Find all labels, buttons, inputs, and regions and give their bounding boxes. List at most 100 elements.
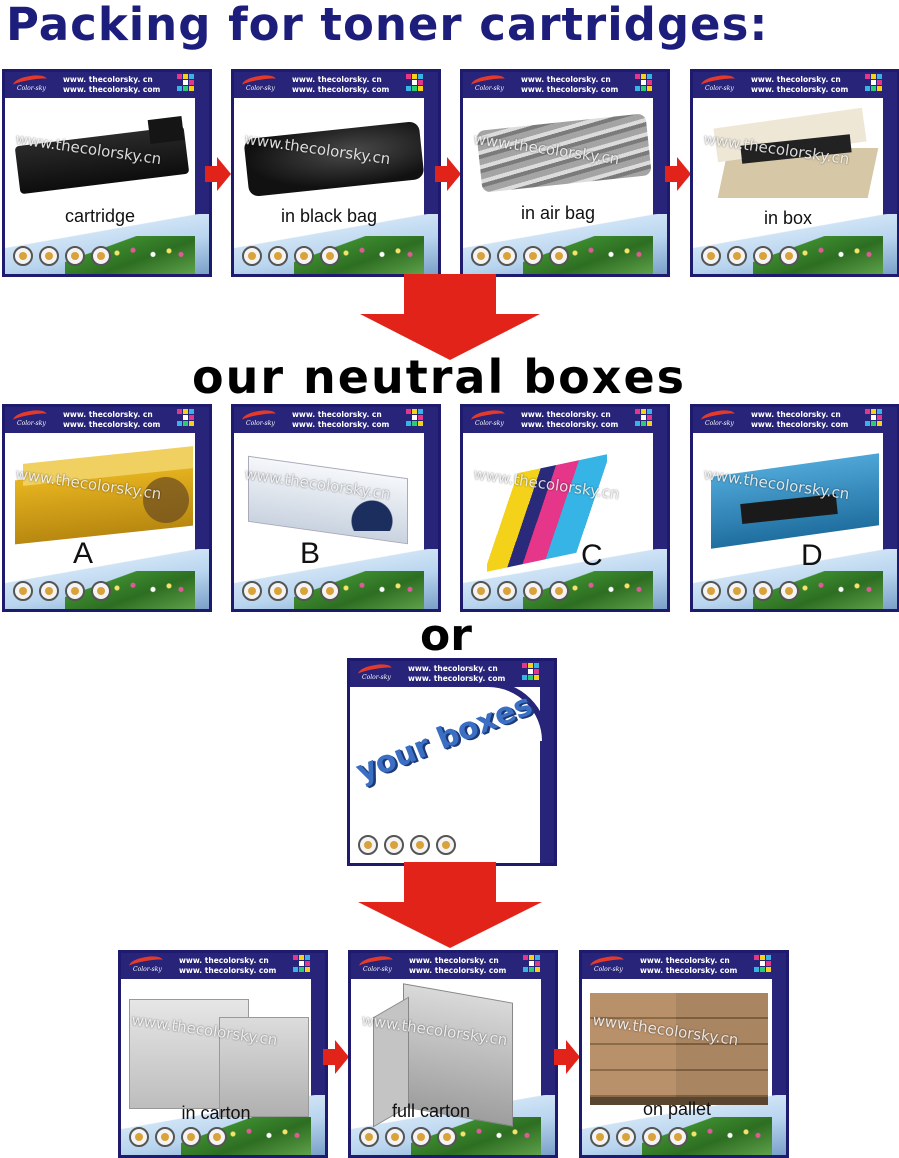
pixel-square <box>522 675 527 680</box>
sgs-icon <box>294 581 314 601</box>
pixel-square <box>871 86 876 91</box>
pixel-square <box>418 80 423 85</box>
colorsky-logo: Color-sky <box>240 73 284 95</box>
pixel-square <box>418 74 423 79</box>
pixel-square <box>871 74 876 79</box>
iso9001-icon <box>616 1127 636 1147</box>
pixel-square <box>865 74 870 79</box>
sgs-icon <box>294 246 314 266</box>
pixel-square <box>406 421 411 426</box>
pixel-square <box>299 967 304 972</box>
pixel-square <box>635 86 640 91</box>
box-option-letter: C <box>581 539 603 572</box>
pixel-square <box>189 80 194 85</box>
arrow-right-icon <box>323 1040 349 1074</box>
sgs-icon <box>753 246 773 266</box>
pixel-square <box>871 415 876 420</box>
pixel-square <box>760 955 765 960</box>
iso14001-icon <box>436 835 456 855</box>
pixel-square <box>641 421 646 426</box>
pixel-square <box>865 409 870 414</box>
pixel-square <box>865 421 870 426</box>
arrow-down-icon <box>358 862 542 948</box>
pixel-square <box>305 955 310 960</box>
pixel-square <box>529 955 534 960</box>
award-icon <box>13 581 33 601</box>
certification-badges <box>13 246 111 266</box>
iso9001-icon <box>39 246 59 266</box>
pixel-square <box>766 967 771 972</box>
pixel-square <box>189 74 194 79</box>
iso9001-icon <box>497 246 517 266</box>
iso14001-icon <box>207 1127 227 1147</box>
pixel-square <box>647 86 652 91</box>
card-cartridge: Color-sky www. thecolorsky. cn www. thec… <box>2 69 212 277</box>
pixel-square <box>299 961 304 966</box>
iso9001-icon <box>497 581 517 601</box>
sgs-icon <box>65 246 85 266</box>
pixel-square <box>523 955 528 960</box>
award-icon <box>358 835 378 855</box>
sgs-icon <box>523 581 543 601</box>
colorsky-logo: Color-sky <box>469 73 513 95</box>
white-box-image <box>242 447 420 545</box>
pixel-grid-icon <box>293 955 315 975</box>
colorsky-logo: Color-sky <box>699 73 743 95</box>
pixel-square <box>647 74 652 79</box>
iso9001-icon <box>155 1127 175 1147</box>
iso14001-icon <box>779 246 799 266</box>
pixel-grid-icon <box>522 663 544 683</box>
pixel-square <box>418 421 423 426</box>
pixel-square <box>293 955 298 960</box>
iso9001-icon <box>39 581 59 601</box>
certification-badges <box>242 581 340 601</box>
certification-badges <box>242 246 340 266</box>
step-caption: on pallet <box>642 1099 712 1119</box>
iso14001-icon <box>549 246 569 266</box>
colorsky-logo: Color-sky <box>240 408 284 430</box>
pixel-square <box>760 961 765 966</box>
pixel-square <box>305 961 310 966</box>
pixel-square <box>534 675 539 680</box>
arrow-right-icon <box>205 157 231 191</box>
award-icon <box>701 246 721 266</box>
certification-badges <box>359 1127 457 1147</box>
pixel-square <box>177 421 182 426</box>
iso9001-icon <box>385 1127 405 1147</box>
pixel-square <box>877 421 882 426</box>
pixel-square <box>177 74 182 79</box>
pixel-square <box>412 415 417 420</box>
pixel-grid-icon <box>406 74 428 94</box>
pixel-square <box>760 967 765 972</box>
pixel-square <box>865 86 870 91</box>
sgs-icon <box>181 1127 201 1147</box>
pixel-square <box>535 955 540 960</box>
sgs-icon <box>753 581 773 601</box>
pixel-grid-icon <box>865 74 887 94</box>
pixel-square <box>299 955 304 960</box>
arrow-right-icon <box>665 157 691 191</box>
pixel-square <box>183 86 188 91</box>
iso14001-icon <box>91 246 111 266</box>
certification-badges <box>13 581 111 601</box>
certification-badges <box>701 581 799 601</box>
colorsky-logo: Color-sky <box>469 408 513 430</box>
award-icon <box>129 1127 149 1147</box>
pixel-square <box>535 967 540 972</box>
yellow-box-image <box>13 446 193 545</box>
card-frame <box>5 72 209 98</box>
step-caption: in air bag <box>520 203 596 223</box>
pixel-square <box>641 409 646 414</box>
pixel-square <box>523 967 528 972</box>
pixel-square <box>635 74 640 79</box>
pixel-square <box>412 80 417 85</box>
arrow-right-icon <box>554 1040 580 1074</box>
pixel-square <box>418 415 423 420</box>
colorsky-logo: Color-sky <box>357 954 401 976</box>
colorsky-logo: Color-sky <box>11 73 55 95</box>
